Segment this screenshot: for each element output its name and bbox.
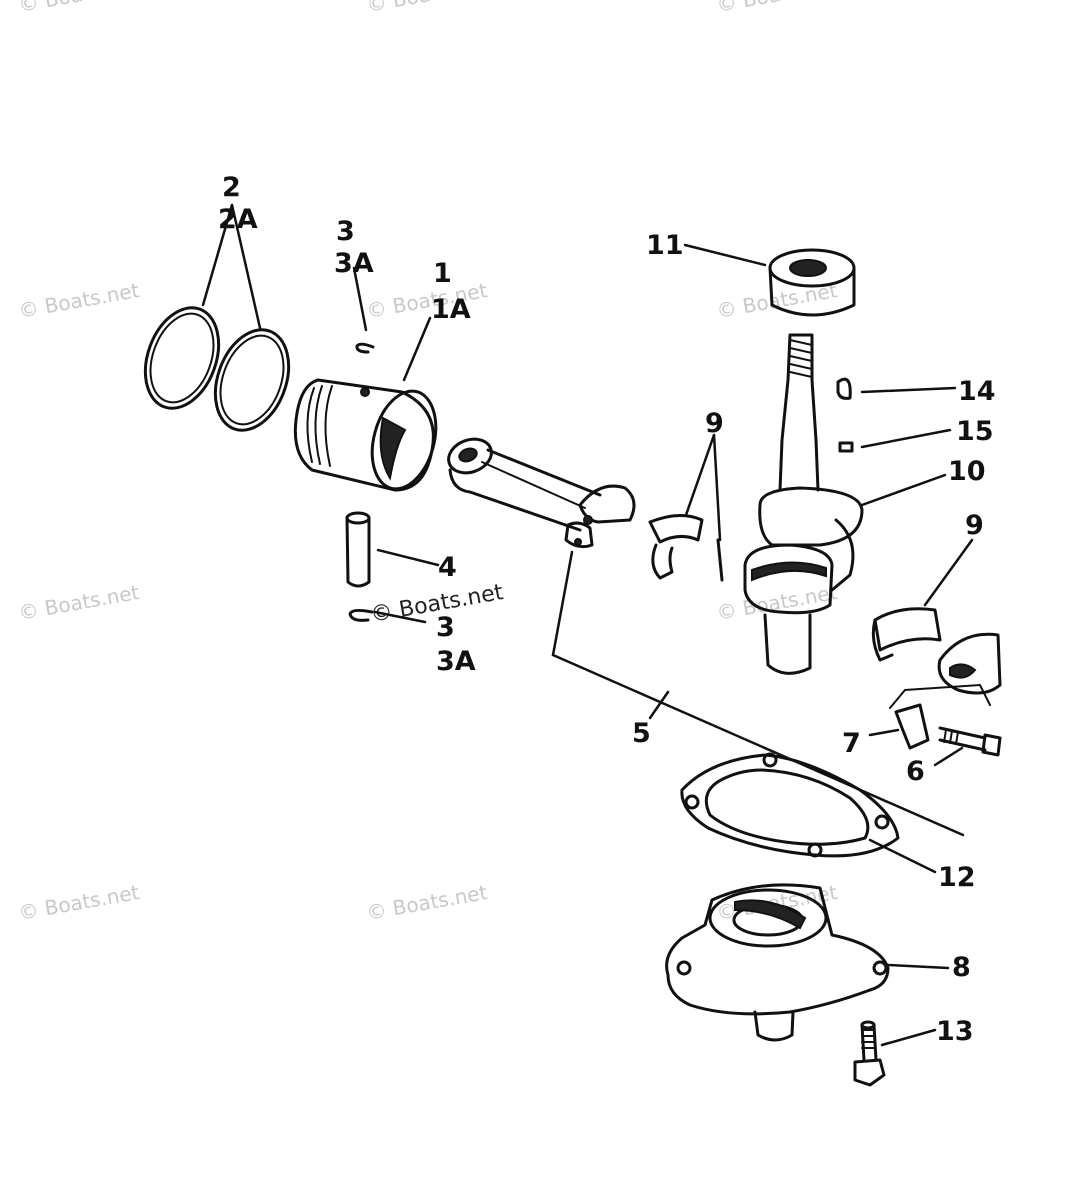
crank-sleeve <box>768 248 856 317</box>
watermark: © Boats.net <box>715 0 839 17</box>
callout-12: 12 <box>938 862 976 893</box>
watermark: © Boats.net <box>17 580 141 625</box>
connecting-rod <box>447 437 636 549</box>
callout-13: 13 <box>936 1016 974 1047</box>
callout-1: 1 <box>433 258 452 289</box>
callout-4: 4 <box>438 552 457 583</box>
callout-3-bottom: 3 <box>436 612 455 643</box>
cap-screw <box>853 1020 886 1087</box>
callout-2a: 2A <box>218 204 258 235</box>
rod-bearing-cap <box>648 514 724 582</box>
callout-2: 2 <box>222 172 241 203</box>
piston-ring-outer <box>143 306 221 410</box>
crankshaft <box>743 333 864 675</box>
lock-plate-outline <box>889 683 991 709</box>
callout-14: 14 <box>958 376 996 407</box>
watermark: © Boats.net <box>17 278 141 323</box>
bearing-housing <box>665 883 890 1042</box>
callout-9-main: 9 <box>965 510 984 541</box>
piston-ring-inner <box>149 312 215 404</box>
woodruff-key <box>836 377 852 400</box>
callout-8: 8 <box>952 952 971 983</box>
callout-5: 5 <box>632 718 651 749</box>
main-bearing <box>871 607 1002 695</box>
callouts: 2 2A 3 3A 1 1A 4 3 3A 9 9 11 14 15 10 5 … <box>218 172 996 1047</box>
watermark: © Boats.net <box>715 580 839 625</box>
watermark: © Boats.net <box>365 0 489 17</box>
watermark: © Boats.net <box>17 0 141 17</box>
pin-clip-top <box>355 342 375 354</box>
callout-9-rod: 9 <box>705 408 724 439</box>
callout-1a: 1A <box>431 294 471 325</box>
callout-15: 15 <box>956 416 994 447</box>
callout-3a-bottom: 3A <box>436 646 476 677</box>
piston <box>293 378 438 492</box>
callout-10: 10 <box>948 456 986 487</box>
callout-7: 7 <box>842 728 861 759</box>
pin-clip-bottom <box>348 608 374 622</box>
leader-lines <box>201 203 974 1047</box>
lock-plate <box>894 703 930 750</box>
piston-ring-outer <box>213 328 291 432</box>
callout-3a-top: 3A <box>334 248 374 279</box>
piston-rings <box>143 306 291 432</box>
piston-ring-inner <box>219 334 285 426</box>
roller-pin <box>838 441 854 453</box>
piston-pin <box>345 511 371 588</box>
rod-bolt <box>938 726 1002 757</box>
watermark: © Boats.net <box>365 880 489 925</box>
callout-3-top: 3 <box>336 216 355 247</box>
callout-6: 6 <box>906 756 925 787</box>
callout-11: 11 <box>646 230 684 261</box>
watermark: © Boats.net <box>17 880 141 925</box>
gasket <box>680 752 900 858</box>
